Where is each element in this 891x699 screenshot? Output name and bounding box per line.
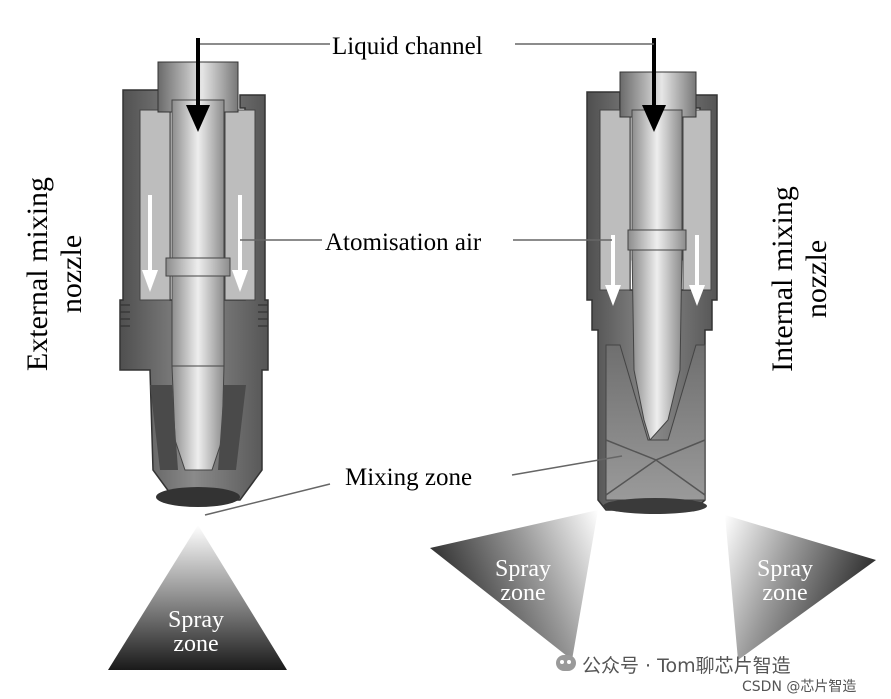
internal-mixing-nozzle-label: Internal mixing nozzle <box>766 169 834 389</box>
spray-zones <box>108 510 876 670</box>
internal-label-line1: Internal mixing <box>766 186 799 372</box>
internal-label-line2: nozzle <box>800 239 833 319</box>
internal-mixing-nozzle <box>586 71 718 514</box>
label-atomisation-air: Atomisation air <box>325 229 482 256</box>
spray-left-line1: Spray <box>168 607 224 633</box>
spray-right-line1: Spray <box>757 556 813 582</box>
external-rod-collar <box>165 257 231 277</box>
label-liquid-channel: Liquid channel <box>332 33 483 60</box>
label-mixing-zone: Mixing zone <box>345 464 472 491</box>
spray-zone-left <box>108 525 287 670</box>
internal-exit <box>603 498 707 514</box>
external-tip-cone <box>171 365 225 471</box>
spray-center-line2: zone <box>500 580 545 606</box>
external-rod-lower <box>171 275 225 367</box>
external-exit <box>156 487 240 507</box>
wechat-watermark: 公众号 · Tom聊芯片智造 <box>582 655 791 677</box>
external-mixing-nozzle <box>119 61 269 507</box>
spray-center-line1: Spray <box>495 556 551 582</box>
spray-zone-center <box>430 510 598 660</box>
external-label-line2: nozzle <box>55 234 88 314</box>
spray-zone-right <box>725 515 876 660</box>
internal-rod-collar <box>627 229 687 251</box>
external-mixing-nozzle-label: External mixing nozzle <box>21 164 89 384</box>
spray-left-line2: zone <box>173 631 218 657</box>
internal-tip-cone <box>631 249 683 441</box>
external-cavity <box>150 385 246 470</box>
external-air-channel-left <box>139 109 171 301</box>
air-arrows <box>142 195 705 306</box>
internal-chamber-cross <box>605 439 706 496</box>
spray-right-line2: zone <box>762 580 807 606</box>
wechat-icon <box>556 655 576 671</box>
external-threads <box>120 304 268 327</box>
csdn-watermark: CSDN @芯片智造 <box>742 679 857 695</box>
external-label-line1: External mixing <box>21 176 54 372</box>
liquid-arrows <box>186 38 666 132</box>
leader-lines <box>200 43 654 516</box>
